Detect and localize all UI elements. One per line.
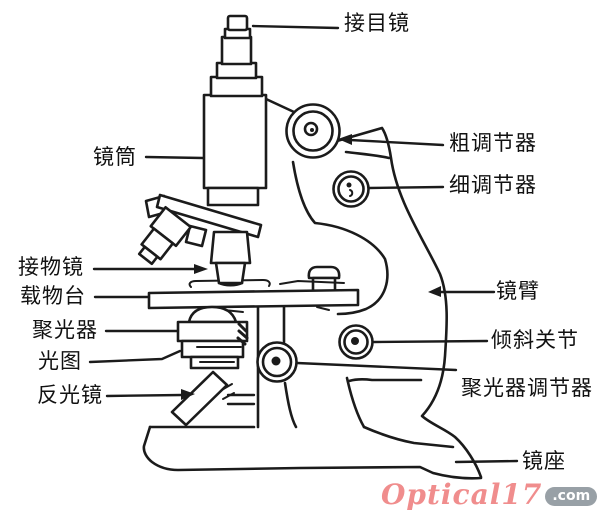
leader-diaphragm (88, 349, 182, 364)
label-stage: 载物台 (20, 284, 86, 308)
arrowhead-objective (194, 264, 208, 274)
condenser-shape (176, 305, 249, 370)
arrowhead-mirror (181, 389, 195, 400)
arrowhead-arm (428, 286, 441, 297)
mirror-shape (170, 370, 256, 427)
leader-eyepiece (251, 24, 340, 30)
label-mirror: 反光镜 (37, 383, 103, 407)
label-eyepiece: 接目镜 (344, 11, 410, 35)
watermark: Optical17.com (381, 478, 598, 511)
arm-outline (264, 97, 483, 479)
objective-vertical (209, 230, 252, 287)
label-diaphragm: 光图 (38, 349, 82, 373)
inclination-joint-knob (338, 324, 374, 360)
leader-fine-adjuster (367, 185, 445, 190)
leader-condenser-adjuster (295, 361, 458, 372)
label-fine-adjuster: 细调节器 (449, 173, 537, 197)
leader-mirror (105, 393, 184, 398)
label-condenser: 聚光器 (32, 318, 98, 342)
watermark-suffix-badge: .com (545, 487, 598, 506)
label-objective: 接物镜 (18, 255, 84, 279)
arrowhead-coarse (338, 134, 352, 145)
fine-adjuster-knob (332, 170, 370, 208)
condenser-adjuster-knob (256, 341, 298, 383)
objective-tilted (137, 205, 193, 266)
base-outline (142, 376, 483, 480)
leader-tube (144, 155, 205, 160)
watermark-brand: Optical17 (381, 478, 543, 511)
eyepiece-shape (220, 35, 253, 66)
label-coarse-adjuster: 粗调节器 (449, 131, 537, 155)
stage-clip-knob (307, 265, 341, 294)
body-tube-shape (202, 14, 268, 207)
leader-inclination-joint (372, 339, 489, 344)
label-inclination-joint: 倾斜关节 (491, 328, 579, 352)
label-base: 镜座 (522, 449, 566, 473)
coarse-adjuster-knob (285, 103, 341, 159)
leader-coarse-adjuster (348, 138, 445, 147)
label-arm: 镜臂 (496, 279, 540, 303)
leader-lines (88, 24, 519, 464)
leader-base (454, 459, 519, 464)
label-condenser-adjuster: 聚光器调节器 (461, 376, 593, 400)
label-tube: 镜筒 (93, 145, 137, 169)
stage-shape (147, 279, 360, 313)
